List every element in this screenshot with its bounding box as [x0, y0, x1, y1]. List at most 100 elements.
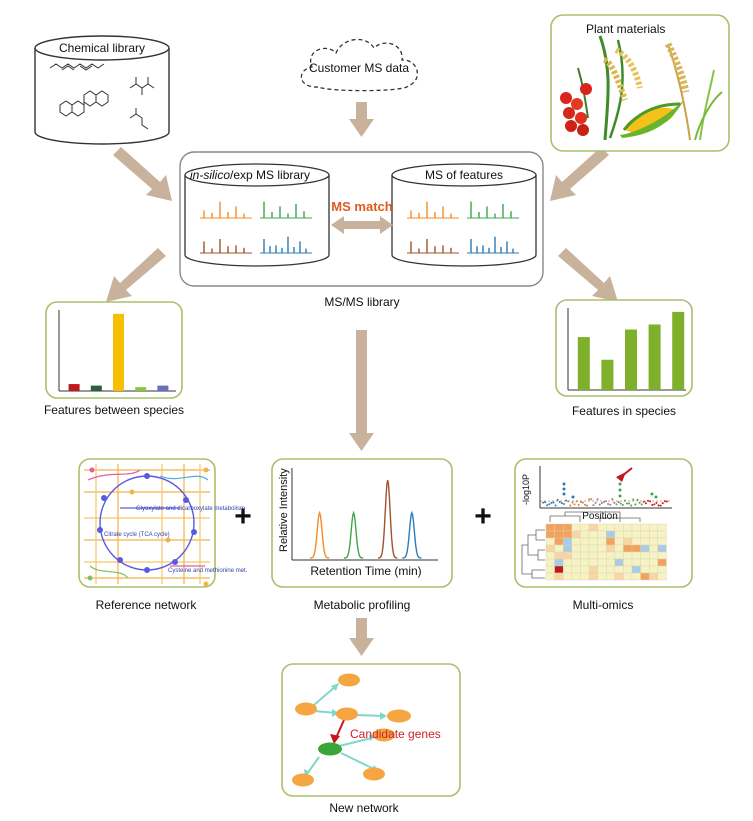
flow-arrows	[106, 102, 618, 656]
heatmap-cell	[580, 530, 590, 539]
heatmap-cell	[545, 558, 555, 567]
cysteine-label: Cysteine and methionine met.	[168, 568, 248, 574]
heatmap-cell	[588, 537, 598, 546]
heatmap-cell	[649, 537, 659, 546]
manhattan-point	[598, 503, 601, 506]
wheat-icon	[664, 42, 723, 141]
network-node	[373, 728, 395, 742]
heatmap-cell	[623, 530, 633, 539]
heatmap-cell	[545, 523, 555, 532]
manhattan-point	[653, 503, 656, 506]
heatmap-cell	[571, 544, 581, 553]
heatmap-cell	[554, 544, 564, 553]
heatmap-cell	[623, 537, 633, 546]
manhattan-point	[630, 504, 633, 507]
manhattan-point	[621, 503, 624, 506]
manhattan-peak	[618, 482, 622, 486]
position-label: Position	[582, 511, 618, 522]
bar	[113, 313, 124, 391]
manhattan-point	[663, 500, 666, 503]
manhattan-peak	[562, 482, 566, 486]
chemical-structures	[49, 63, 155, 130]
relative-intensity-label: Relative Intensity	[278, 468, 290, 552]
ms-of-features-label: MS of features	[424, 168, 504, 182]
network-nodes	[292, 673, 411, 787]
manhattan-point	[644, 502, 647, 505]
heatmap-cell	[554, 565, 564, 574]
manhattan-point	[651, 504, 654, 507]
heatmap-cell	[580, 544, 590, 553]
heatmap-cell	[606, 537, 616, 546]
manhattan-point	[560, 502, 563, 505]
heatmap-cell	[580, 565, 590, 574]
heatmap-cell	[631, 523, 641, 532]
chromatogram-peak	[402, 510, 422, 559]
reference-network-label: Reference network	[95, 598, 197, 612]
ms-match-arrow	[331, 216, 393, 234]
features-between-species-label: Features between species	[43, 403, 185, 417]
heatmap-cell	[631, 544, 641, 553]
bar	[135, 387, 147, 391]
heatmap-cell	[649, 523, 659, 532]
manhattan-point	[657, 504, 660, 507]
arrow-library-to-profiling-head	[349, 433, 374, 451]
heatmap-cell	[657, 530, 667, 539]
new-network-label: New network	[329, 801, 399, 815]
heatmap-cell	[606, 530, 616, 539]
heatmap-cell	[640, 572, 650, 581]
manhattan-point	[563, 503, 565, 506]
manhattan-point	[594, 501, 597, 504]
heatmap-cell	[545, 537, 555, 546]
heatmap-cell	[623, 558, 633, 567]
heatmap-cell	[606, 565, 616, 574]
chemical-library-label: Chemical library	[58, 41, 146, 55]
manhattan-point	[609, 503, 612, 506]
manhattan-point	[626, 502, 628, 505]
bar	[577, 337, 590, 390]
manhattan-point	[550, 501, 553, 504]
msms-library-box	[179, 151, 544, 287]
manhattan-point	[634, 503, 637, 506]
heatmap-cell	[657, 544, 667, 553]
network-node-selected	[318, 742, 342, 756]
manhattan-point	[623, 499, 626, 502]
heatmap-cells	[545, 523, 667, 581]
bar	[601, 359, 614, 390]
manhattan-point	[607, 503, 610, 506]
arrow-customer-head	[349, 119, 374, 137]
manhattan-point	[638, 501, 641, 504]
insilico-italic-text: in-silico	[190, 168, 231, 182]
manhattan-point	[571, 501, 574, 504]
heatmap-cell	[554, 551, 564, 560]
network-edges	[306, 685, 385, 775]
manhattan-point	[554, 504, 557, 507]
manhattan-point	[600, 502, 603, 505]
manhattan-point	[552, 501, 555, 504]
heatmap-cell	[545, 551, 555, 560]
heatmap-cell	[614, 572, 624, 581]
network-node	[295, 702, 317, 716]
manhattan-point	[659, 504, 662, 507]
arrow-chemical-to-library	[113, 147, 172, 201]
heatmap-cell	[631, 537, 641, 546]
manhattan-point	[548, 503, 551, 506]
heatmap-cell	[571, 572, 581, 581]
bar	[90, 385, 102, 391]
heatmap	[521, 511, 667, 581]
candidate-gene-arrow	[330, 719, 345, 744]
heatmap-cell	[614, 523, 624, 532]
manhattan-point	[577, 503, 580, 506]
chromatogram-peak	[378, 479, 398, 559]
manhattan-point	[546, 504, 549, 507]
chromatogram-peak	[309, 510, 330, 559]
manhattan-point	[586, 504, 589, 507]
heatmap-cell	[623, 551, 633, 560]
heatmap-cell	[631, 530, 641, 539]
heatmap-cell	[657, 565, 667, 574]
heatmap-cell	[657, 572, 667, 581]
heatmap-cell	[554, 523, 564, 532]
heatmap-cell	[649, 572, 659, 581]
manhattan-point	[592, 504, 595, 507]
multi-omics-panel	[514, 458, 693, 588]
